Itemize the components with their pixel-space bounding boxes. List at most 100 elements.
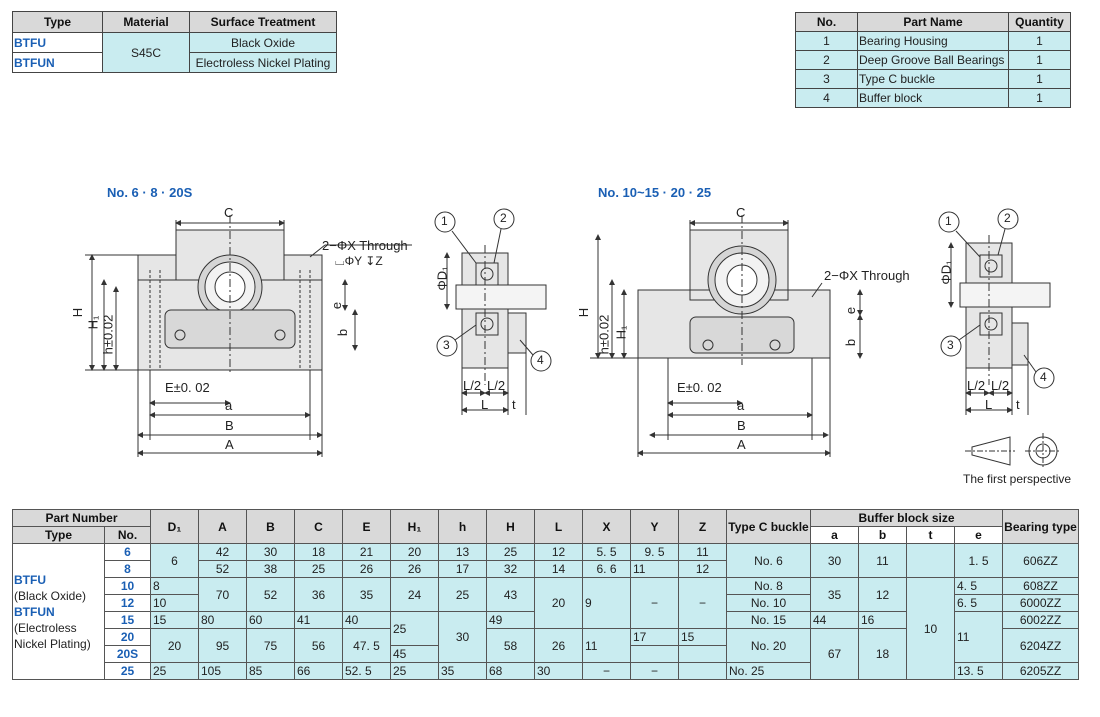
x-cell: − [582, 662, 631, 680]
right-view-title: No. 10~15 · 20 · 25 [598, 185, 712, 200]
b-cell: 30 [246, 543, 295, 561]
dim-h1-left: H₁ [85, 315, 101, 330]
d1-cell: 25 [150, 662, 199, 680]
dim-c-right: C [736, 205, 746, 220]
header-part-name: Part Name [857, 12, 1009, 32]
spec-table: Part Number D₁ A B C E H₁ h H L X Y Z Ty… [12, 509, 1079, 680]
header-buffer-b: b [858, 526, 907, 544]
buffer-a-cell: 35 [810, 577, 859, 612]
type-description: BTFU (Black Oxide) BTFUN (Electroless Ni… [12, 543, 105, 680]
dim-e-tol-right: E±0. 02 [677, 380, 722, 395]
dim-b-big-left: B [225, 418, 234, 433]
header-buffer-a: a [810, 526, 859, 544]
buffer-b-cell: 18 [858, 628, 907, 680]
right-front-view [590, 215, 863, 457]
buffer-e-cell: 11 [954, 611, 1003, 663]
l-cell: 14 [534, 560, 583, 578]
buckle-cell: No. 25 [726, 662, 811, 680]
a-cell: 42 [198, 543, 247, 561]
header-c: C [294, 509, 343, 544]
dim-l-left: L [481, 397, 489, 412]
balloon-3-left: 3 [443, 338, 450, 352]
dim-e-right: e [843, 306, 859, 315]
x-cell: 5. 5 [582, 543, 631, 561]
buffer-a-cell: 67 [810, 628, 859, 680]
z-cell: − [678, 577, 727, 629]
x-cell: 11 [582, 628, 631, 663]
d1-cell: 8 [150, 577, 199, 595]
part-name: Bearing Housing [857, 31, 1009, 51]
z-cell: 15 [678, 628, 727, 646]
header-h: H [486, 509, 535, 544]
header-no-col: No. [104, 526, 151, 544]
bearing-cell: 6000ZZ [1002, 594, 1079, 612]
dim-phi-d1-left: ΦD₁ [434, 266, 450, 291]
d1-cell: 15 [150, 611, 199, 629]
l-cell: 20 [534, 577, 583, 629]
d1-cell: 10 [150, 594, 199, 612]
header-buffer-t: t [906, 526, 955, 544]
dim-h1-right: H₁ [613, 325, 629, 340]
b-cell: 85 [246, 662, 295, 680]
buffer-a-cell: 44 [810, 611, 859, 629]
balloon-1-left: 1 [441, 214, 448, 228]
h1-cell: 26 [390, 560, 439, 578]
z-cell [678, 645, 727, 663]
z-cell [678, 662, 727, 680]
a-cell: 95 [198, 628, 247, 663]
dim-phi-d1-right: ΦD₁ [938, 260, 954, 285]
dim-a-small-left: a [225, 398, 233, 413]
e-cell: 52. 5 [342, 662, 391, 680]
header-h1: H₁ [390, 509, 439, 544]
y-cell: 17 [630, 628, 679, 646]
h-small-cell: 25 [438, 577, 487, 612]
part-qty: 1 [1008, 88, 1071, 108]
b-cell: 60 [246, 611, 295, 629]
table-row: 10 8 70 52 36 35 24 25 43 20 9 − − No. 8… [12, 577, 1079, 680]
part-no: 1 [795, 31, 858, 51]
bearing-cell: 6205ZZ [1002, 662, 1079, 680]
h-cell: 58 [486, 628, 535, 663]
bearing-cell: 608ZZ [1002, 577, 1079, 595]
header-bearing-type: Bearing type [1002, 509, 1079, 544]
part-no-cell: 12 [104, 594, 151, 612]
header-type: Type [12, 11, 103, 33]
e-cell: 21 [342, 543, 391, 561]
buffer-e-cell: 4. 5 [954, 577, 1003, 595]
buffer-b-cell: 16 [858, 611, 907, 629]
type-btfun-finish-1: (Electroless [14, 620, 77, 635]
buckle-cell: No. 10 [726, 594, 811, 612]
dim-c-left: C [224, 205, 234, 220]
header-part-number: Part Number [12, 509, 151, 527]
h-small-cell: 13 [438, 543, 487, 561]
dim-a-big-right: A [737, 437, 746, 452]
h-cell: 25 [486, 543, 535, 561]
a-cell: 52 [198, 560, 247, 578]
dim-h-tol-right: h±0.02 [596, 314, 612, 355]
header-material: Material [102, 11, 190, 33]
x-cell: 6. 6 [582, 560, 631, 578]
treatment-nickel: Electroless Nickel Plating [189, 52, 337, 73]
buckle-cell: No. 6 [726, 543, 811, 578]
buckle-cell: No. 15 [726, 611, 811, 629]
header-type-c-buckle: Type C buckle [726, 509, 811, 544]
perspective-label: The first perspective [963, 472, 1072, 486]
a-cell: 70 [198, 577, 247, 612]
dim-b-big-right: B [737, 418, 746, 433]
d1-cell: 6 [150, 543, 199, 578]
dim-a-big-left: A [225, 437, 234, 452]
material-value: S45C [102, 32, 190, 73]
bearing-cell: 6002ZZ [1002, 611, 1079, 629]
c-cell: 41 [294, 611, 343, 629]
header-x: X [582, 509, 631, 544]
bearing-cell: 6204ZZ [1002, 628, 1079, 663]
buffer-b-cell: 12 [858, 577, 907, 612]
h-cell: 49 [486, 611, 535, 629]
d1-cell: 20 [150, 628, 199, 663]
part-no-cell: 8 [104, 560, 151, 578]
treatment-black-oxide: Black Oxide [189, 32, 337, 53]
material-table: Type Material Surface Treatment BTFU S45… [12, 11, 337, 73]
h1-cell: 24 [390, 577, 439, 612]
dim-e-left: e [329, 301, 345, 310]
header-d1: D₁ [150, 509, 199, 544]
